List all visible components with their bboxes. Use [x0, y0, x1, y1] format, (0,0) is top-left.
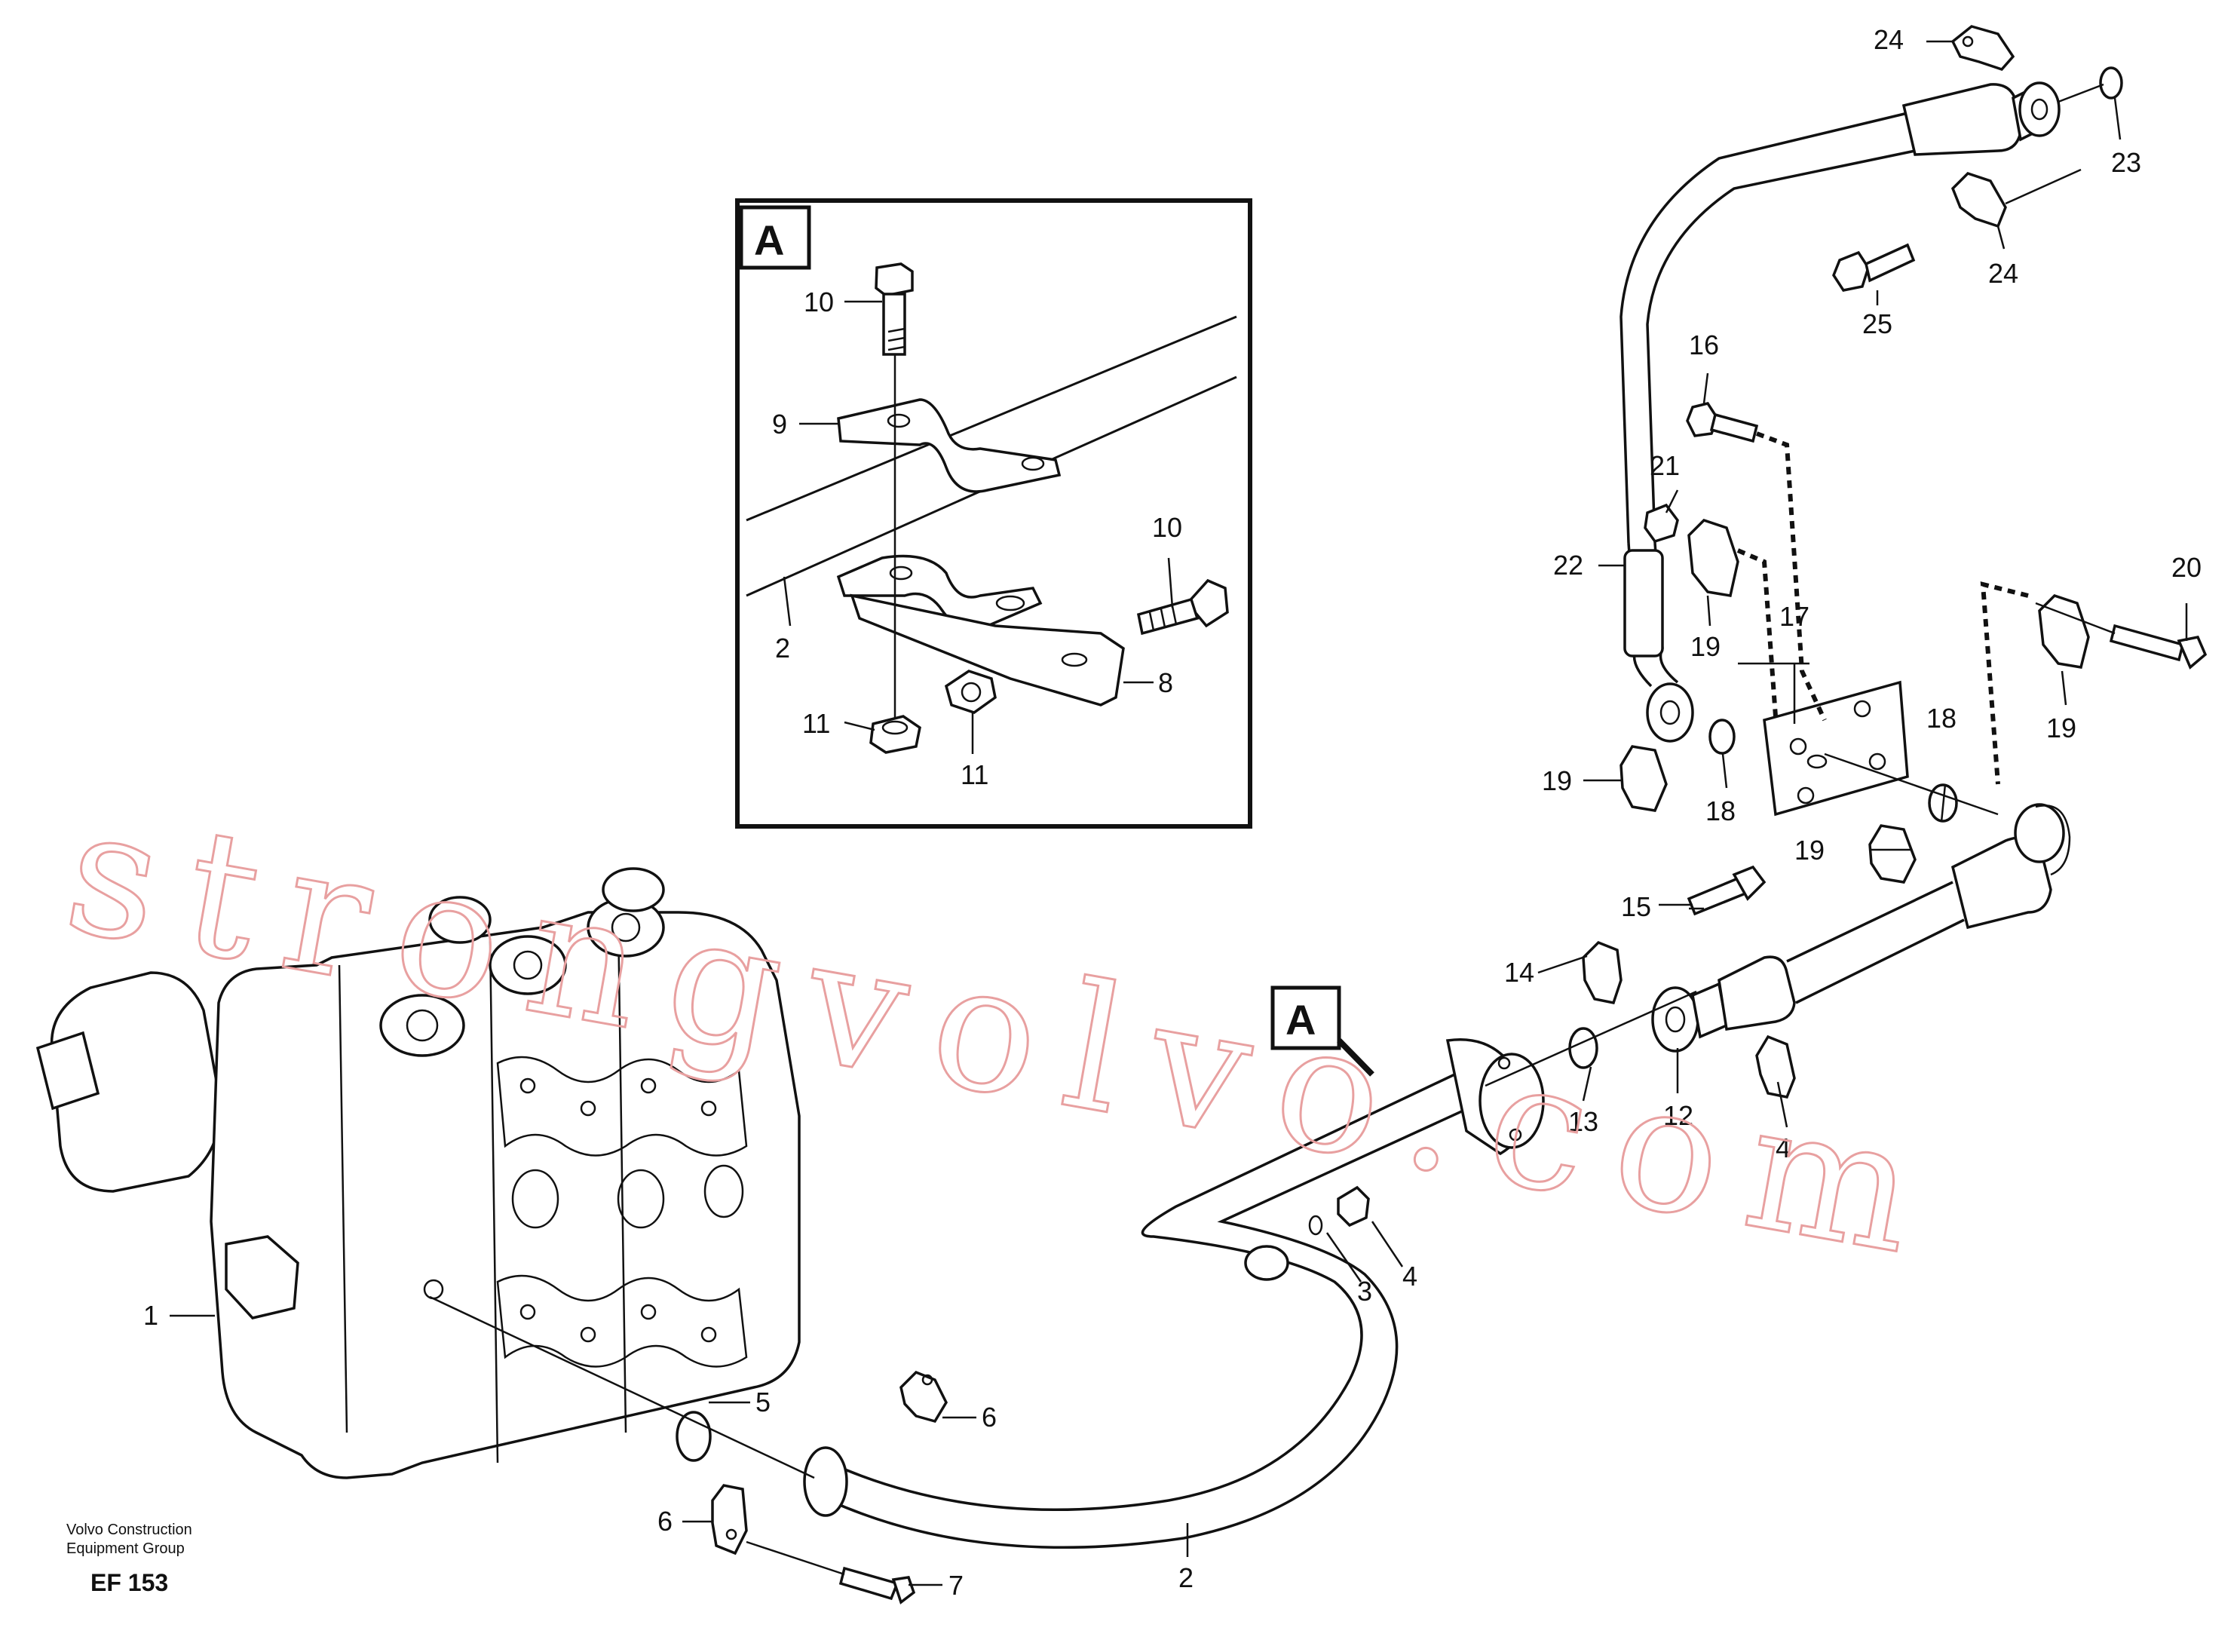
o-ring-5 — [676, 1411, 712, 1462]
label-13: 13 — [1568, 1106, 1598, 1137]
label-23: 23 — [2111, 147, 2141, 178]
inset-label-10a: 10 — [804, 287, 834, 317]
label-1: 1 — [143, 1300, 158, 1331]
flange-half-lower — [711, 1484, 748, 1555]
label-15: 15 — [1621, 891, 1651, 922]
label-18b: 18 — [1926, 703, 1957, 734]
bolt-7 — [746, 1540, 916, 1604]
label-12: 12 — [1663, 1100, 1693, 1131]
callout-a: A — [1270, 985, 1374, 1077]
company-line-2: Equipment Group — [66, 1540, 185, 1557]
washer-3 — [1308, 1215, 1323, 1236]
bolt-10-top — [875, 262, 914, 739]
label-19a: 19 — [1690, 631, 1721, 662]
bolt-15 — [1659, 865, 1767, 916]
hose-12 — [1485, 881, 1965, 1087]
label-17: 17 — [1779, 601, 1809, 632]
label-14: 14 — [1504, 957, 1534, 988]
control-valve — [35, 867, 801, 1479]
hose-lower-right — [1950, 803, 2071, 930]
mounting-plate — [1763, 680, 1999, 817]
bracket — [850, 593, 1125, 706]
flange-half-right — [1755, 1034, 1796, 1099]
label-5: 5 — [755, 1387, 771, 1418]
label-2: 2 — [1178, 1562, 1194, 1593]
label-3: 3 — [1357, 1276, 1372, 1307]
label-24b: 24 — [1988, 258, 2018, 289]
inset-label-2: 2 — [775, 633, 790, 664]
nut-11-left — [869, 715, 921, 754]
inset-label-10b: 10 — [1152, 512, 1182, 543]
label-20: 20 — [2171, 552, 2202, 583]
flange-half-24-mid — [1950, 168, 2082, 228]
flange-half-14 — [1537, 940, 1623, 1005]
label-25: 25 — [1862, 308, 1892, 339]
callout-letter: A — [1285, 996, 1316, 1044]
plug — [1337, 1185, 1370, 1228]
company-line-1: Volvo Construction — [66, 1522, 192, 1538]
flange-half-19-upper — [1687, 518, 1778, 717]
figure-code: EF 153 — [90, 1569, 168, 1596]
bolt-25 — [1832, 243, 1916, 292]
label-7: 7 — [948, 1570, 964, 1601]
o-ring-18-left — [1708, 719, 1736, 755]
upper-clamp — [837, 398, 1062, 493]
label-6a: 6 — [982, 1402, 997, 1433]
label-6b: 6 — [657, 1506, 673, 1537]
flange-half-19-left — [1619, 745, 1668, 812]
flange-half-19-right — [1980, 581, 2090, 785]
bolt-10-right — [1136, 578, 1229, 636]
lower-clamp — [836, 554, 1043, 630]
top-fitting — [2012, 66, 2123, 142]
flange-half-24-top — [1950, 25, 2015, 72]
flange-half-19-lower — [1868, 824, 1917, 884]
flange-half-upper — [899, 1370, 948, 1424]
label-24a: 24 — [1874, 24, 1904, 55]
label-16: 16 — [1689, 329, 1719, 360]
label-4a: 4 — [1402, 1261, 1417, 1292]
inset-label-9: 9 — [772, 409, 787, 440]
label-21: 21 — [1650, 450, 1680, 481]
inset-label-11a: 11 — [802, 708, 830, 739]
nut-21 — [1644, 503, 1679, 544]
hose-22 — [1619, 83, 2022, 743]
label-19b: 19 — [1542, 765, 1572, 796]
label-19d: 19 — [2046, 713, 2076, 743]
bolt-20 — [2035, 602, 2208, 670]
detail-inset-a: A — [735, 198, 1252, 829]
inset-letter: A — [754, 216, 784, 264]
bolt-16 — [1686, 401, 1827, 722]
label-4b: 4 — [1776, 1132, 1791, 1163]
inset-label-11b: 11 — [961, 759, 988, 790]
label-18a: 18 — [1705, 795, 1736, 826]
nut-11-right — [944, 670, 997, 714]
label-22: 22 — [1553, 550, 1583, 581]
label-19c: 19 — [1794, 835, 1825, 866]
inset-label-8: 8 — [1158, 667, 1173, 698]
pressure-pipe — [803, 1038, 1545, 1549]
